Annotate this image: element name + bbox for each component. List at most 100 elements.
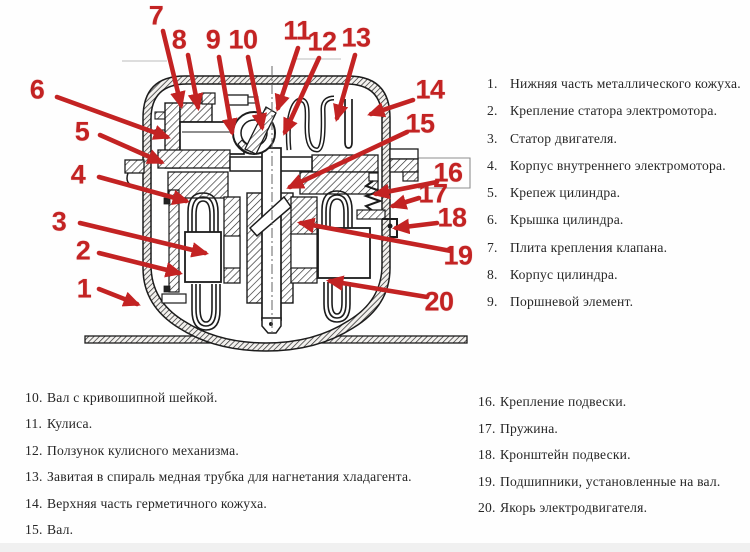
- legend-item-number: 10.: [25, 390, 43, 405]
- callout-number-12: 12: [307, 26, 337, 57]
- callout-number-11: 11: [283, 15, 311, 46]
- legend-item-text: Корпус цилиндра.: [510, 267, 618, 283]
- legend-item-number: 6.: [487, 212, 498, 228]
- callout-number-6: 6: [29, 74, 45, 105]
- legend-item-8: 8. Корпус цилиндра.: [487, 267, 749, 294]
- legend-item-text: Поршневой элемент.: [510, 294, 634, 310]
- stator-winding-lower-right: [323, 282, 351, 323]
- scan-shadow-band: [0, 543, 750, 552]
- legend-item-text: Ползунок кулисного механизма.: [47, 442, 239, 458]
- legend-item-text: Крепеж цилиндра.: [510, 185, 621, 201]
- callout-arrow-15: [286, 129, 410, 190]
- stator-winding-lower-left: [191, 284, 221, 331]
- legend-item-13: 13. Завитая в спираль медная трубка для …: [25, 469, 455, 495]
- legend-item-10: 10. Вал с кривошипной шейкой.: [25, 390, 455, 416]
- shell-flange-right: [389, 148, 419, 182]
- stator-winding-upper-right: [321, 190, 353, 235]
- legend-item-text: Статор двигателя.: [510, 130, 618, 146]
- legend-item-text: Завитая в спираль медная трубка для нагн…: [47, 469, 412, 485]
- legend-parts-10-15: 10. Вал с кривошипной шейкой. 11. Кулиса…: [25, 390, 455, 548]
- legend-item-18: 18. Кронштейн подвески.: [478, 447, 748, 474]
- mount-bracket-outline: [418, 157, 471, 189]
- legend-item-text: Нижняя часть металлического кожуха.: [510, 76, 741, 91]
- callout-arrow-8: [185, 52, 204, 112]
- legend-item-17: 17. Пружина.: [478, 421, 748, 448]
- stator-mount-strip: [161, 189, 187, 304]
- callout-number-17: 17: [418, 178, 448, 209]
- legend-parts-1-9: 1. Нижняя часть металлического кожуха. 2…: [487, 76, 749, 322]
- callout-arrow-10: [245, 54, 268, 132]
- legend-item-16: 16. Крепление подвески.: [478, 394, 748, 421]
- legend-item-9: 9. Поршневой элемент.: [487, 294, 749, 321]
- legend-item-number: 17.: [478, 420, 496, 436]
- callout-number-10: 10: [228, 24, 258, 55]
- callout-number-13: 13: [341, 22, 371, 53]
- callout-arrow-18: [391, 218, 440, 235]
- callout-arrow-9: [216, 54, 238, 137]
- callout-number-19: 19: [443, 240, 473, 271]
- legend-item-number: 15.: [25, 521, 43, 537]
- legend-item-11: 11. Кулиса.: [25, 416, 455, 442]
- legend-parts-16-20: 16. Крепление подвески. 17. Пружина. 18.…: [478, 394, 748, 527]
- legend-item-2: 2. Крепление статора электромотора.: [487, 103, 749, 130]
- legend-item-text: Плита крепления клапана.: [510, 239, 668, 255]
- legend-item-number: 16.: [478, 394, 496, 409]
- shell-flange-left: [124, 159, 145, 187]
- stator-block-left: [184, 231, 222, 283]
- callout-number-5: 5: [74, 116, 90, 147]
- legend-item-20: 20. Якорь электродвигателя.: [478, 500, 748, 527]
- legend-item-text: Кронштейн подвески.: [500, 447, 631, 462]
- legend-item-number: 7.: [487, 239, 498, 255]
- callout-arrow-14: [367, 97, 416, 118]
- legend-item-1: 1. Нижняя часть металлического кожуха.: [487, 76, 749, 103]
- scan-artifact-lines: [122, 58, 341, 62]
- legend-item-number: 8.: [487, 267, 498, 283]
- callout-arrow-12: [282, 55, 322, 136]
- legend-item-text: Верхняя часть герметичного кожуха.: [47, 495, 267, 511]
- callout-number-9: 9: [205, 24, 221, 55]
- callout-arrow-1: [96, 286, 141, 307]
- callout-number-18: 18: [437, 202, 467, 233]
- legend-item-text: Пружина.: [500, 420, 559, 436]
- legend-item-text: Кулиса.: [47, 416, 93, 432]
- callout-arrow-3: [77, 220, 210, 258]
- callout-number-7: 7: [148, 0, 164, 31]
- legend-item-text: Крышка цилиндра.: [510, 212, 624, 228]
- legend-item-number: 20.: [478, 500, 496, 515]
- legend-item-number: 14.: [25, 495, 43, 511]
- hermetic-shell-wall: [142, 75, 391, 352]
- callout-number-4: 4: [70, 159, 86, 190]
- callout-arrow-2: [96, 250, 184, 278]
- legend-item-19: 19. Подшипники, установленные на вал.: [478, 474, 748, 501]
- callout-arrow-5: [97, 132, 165, 165]
- callout-arrow-4: [96, 174, 190, 205]
- legend-item-3: 3. Статор двигателя.: [487, 131, 749, 158]
- legend-item-text: Якорь электродвигателя.: [500, 500, 648, 515]
- legend-item-number: 19.: [478, 473, 496, 489]
- legend-item-4: 4. Корпус внутреннего электромотора.: [487, 158, 749, 185]
- callout-arrow-16: [371, 179, 440, 200]
- legend-item-15: 15. Вал.: [25, 522, 455, 548]
- legend-item-12: 12. Ползунок кулисного механизма.: [25, 443, 455, 469]
- callout-arrow-7: [160, 28, 186, 110]
- callout-number-3: 3: [51, 206, 67, 237]
- legend-item-5: 5. Крепеж цилиндра.: [487, 185, 749, 212]
- callout-number-20: 20: [424, 286, 454, 317]
- legend-item-number: 12.: [25, 442, 43, 458]
- callout-arrow-13: [333, 52, 358, 122]
- legend-item-number: 2.: [487, 103, 498, 119]
- callout-number-1: 1: [76, 273, 92, 304]
- legend-item-14: 14. Верхняя часть герметичного кожуха.: [25, 496, 455, 522]
- legend-item-number: 18.: [478, 447, 496, 462]
- legend-item-text: Подшипники, установленные на вал.: [500, 473, 721, 489]
- callout-arrow-17: [389, 194, 422, 210]
- legend-item-number: 5.: [487, 185, 498, 201]
- callout-arrow-6: [54, 94, 171, 140]
- legend-item-text: Крепление подвески.: [500, 394, 627, 409]
- legend-item-6: 6. Крышка цилиндра.: [487, 212, 749, 239]
- legend-item-number: 9.: [487, 294, 498, 310]
- callout-arrow-19: [296, 217, 454, 254]
- callout-arrows: [54, 28, 454, 307]
